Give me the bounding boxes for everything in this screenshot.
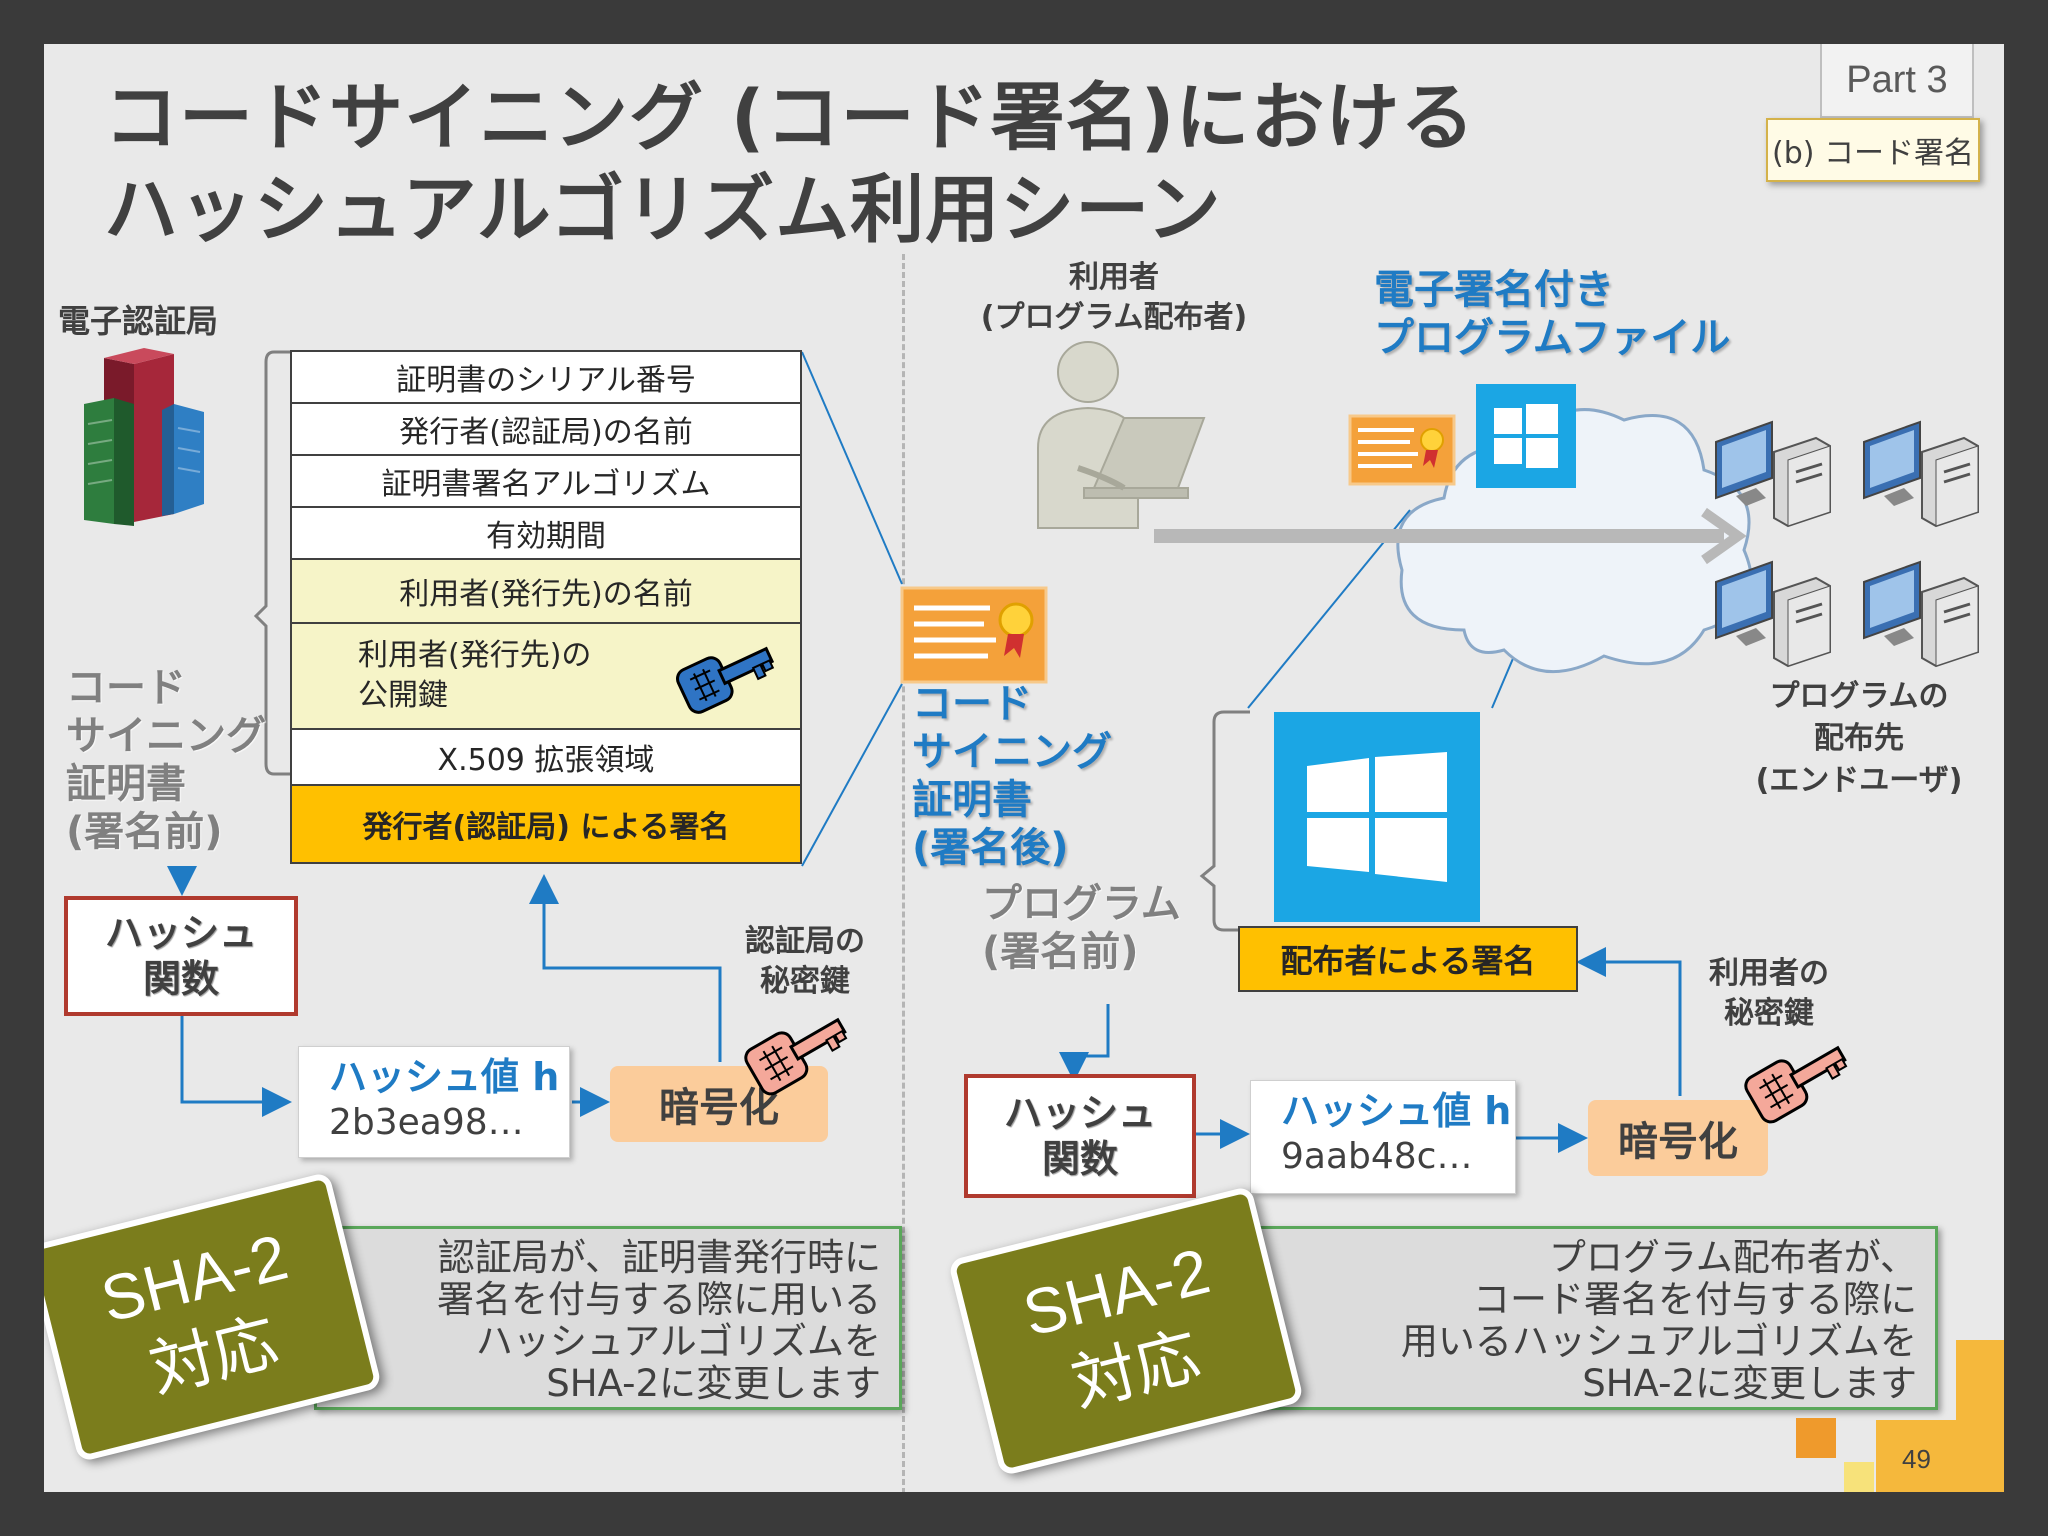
cert-field-subject: 利用者(発行先)の名前: [290, 560, 802, 624]
distributor-signature-box: 配布者による署名: [1238, 926, 1578, 992]
distribution-arrow: [1154, 507, 1747, 565]
user-private-key-label: 利用者の 秘密鍵: [1709, 956, 1829, 1031]
key-icon: [1744, 1045, 1848, 1124]
cert-field-algorithm: 証明書署名アルゴリズム: [290, 456, 802, 508]
certificate-icon: [1348, 414, 1456, 486]
certificate-icon: [900, 586, 1048, 684]
certificate-fields-table: 証明書のシリアル番号 発行者(認証局)の名前 証明書署名アルゴリズム 有効期間 …: [290, 350, 802, 864]
page-number: 49: [1902, 1444, 1931, 1474]
left-hash-value-box: ハッシュ値 h 2b3ea98…: [298, 1046, 570, 1158]
program-unsigned-label: プログラム (署名前): [982, 881, 1181, 975]
corner-decoration: [1844, 1462, 1874, 1492]
cert-signed-label: コード サイニング 証明書 (署名後): [912, 681, 1112, 871]
computer-icon: [1714, 420, 1980, 668]
corner-decoration: [1956, 1340, 2004, 1492]
key-icon: [744, 1017, 848, 1096]
right-hash-function: ハッシュ 関数: [964, 1074, 1196, 1198]
cert-field-public-key: 利用者(発行先)の 公開鍵: [290, 624, 802, 730]
right-hash-value: 9aab48c…: [1281, 1136, 1473, 1177]
cert-field-signature: 発行者(認証局) による署名: [290, 786, 802, 864]
right-hash-value-title: ハッシュ値 h: [1281, 1089, 1512, 1133]
windows-logo-icon: [1476, 384, 1576, 488]
left-hash-value: 2b3ea98…: [329, 1102, 524, 1143]
user-label: 利用者 (プログラム配布者): [980, 260, 1248, 335]
page-title: コードサイニング (コード署名)における ハッシュアルゴリズム利用シーン: [104, 75, 1476, 253]
center-divider: [902, 254, 905, 1492]
signed-file-label: 電子署名付き プログラムファイル: [1374, 267, 1731, 361]
part-label: Part 3: [1820, 44, 1974, 118]
destination-label: プログラムの 配布先 (エンドユーザ): [1755, 679, 1963, 798]
section-label: (b) コード署名: [1766, 118, 1980, 182]
cert-field-issuer: 発行者(認証局)の名前: [290, 404, 802, 456]
ca-private-key-label: 認証局の 秘密鍵: [745, 924, 865, 999]
ca-label: 電子認証局: [58, 302, 219, 340]
right-encrypt-box: 暗号化: [1588, 1100, 1768, 1176]
cert-unsigned-label: コード サイニング 証明書 (署名前): [66, 665, 266, 855]
slide: コードサイニング (コード署名)における ハッシュアルゴリズム利用シーン Par…: [44, 44, 2004, 1492]
right-hash-value-box: ハッシュ値 h 9aab48c…: [1250, 1080, 1516, 1194]
key-icon: [676, 646, 775, 714]
left-hash-value-title: ハッシュ値 h: [329, 1055, 560, 1099]
public-key-label: 利用者(発行先)の 公開鍵: [358, 638, 592, 713]
user-laptop-icon: [1037, 341, 1206, 529]
corner-decoration: [1876, 1420, 1956, 1492]
right-note: プログラム配布者が、 コード署名を付与する際に 用いるハッシュアルゴリズムを S…: [1144, 1226, 1938, 1410]
connector-lines: [167, 350, 1682, 1153]
left-hash-function: ハッシュ 関数: [64, 896, 298, 1016]
corner-decoration: [1796, 1418, 1836, 1458]
left-note: 認証局が、証明書発行時に 署名を付与する際に用いる ハッシュアルゴリズムを SH…: [314, 1226, 902, 1410]
windows-logo-icon: [1274, 712, 1480, 922]
cert-field-serial: 証明書のシリアル番号: [290, 350, 802, 404]
cert-field-extensions: X.509 拡張領域: [290, 730, 802, 786]
cert-field-validity: 有効期間: [290, 508, 802, 560]
building-icon: [84, 348, 204, 526]
